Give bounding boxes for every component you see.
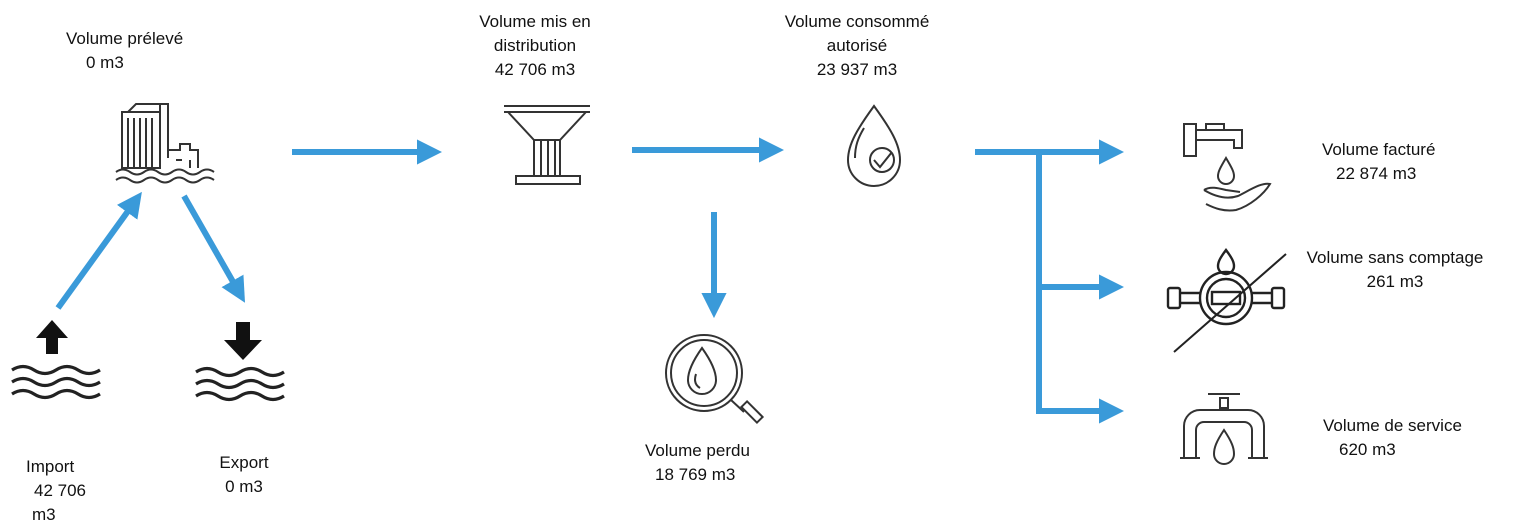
node-perdu-value: 18 769 m3 xyxy=(655,465,736,484)
node-perdu-label: Volume perdu xyxy=(645,441,750,460)
node-export-value: 0 m3 xyxy=(225,477,263,496)
node-sans-comptage: Volume sans comptage 261 m3 xyxy=(1299,246,1491,294)
node-sans-comptage-value: 261 m3 xyxy=(1366,272,1424,291)
node-consomme-label-1: Volume consommé xyxy=(784,12,930,31)
node-facture: Volume facturé 22 874 m3 xyxy=(1322,138,1435,186)
node-consomme: Volume consommé autorisé 23 937 m3 xyxy=(772,10,942,82)
water-up-arrow-icon xyxy=(11,320,101,400)
node-preleve-value: 0 m3 xyxy=(86,53,124,72)
node-preleve-label: Volume prélevé xyxy=(66,29,184,48)
node-distribution-label-1: Volume mis en xyxy=(479,12,591,31)
water-tower-icon xyxy=(115,103,215,184)
pipe-valve-icon xyxy=(1180,393,1268,465)
node-import-value-1: 42 706 xyxy=(34,481,86,500)
node-export-label: Export xyxy=(219,453,269,472)
node-service: Volume de service 620 m3 xyxy=(1323,414,1462,462)
node-sans-comptage-label: Volume sans comptage xyxy=(1306,248,1484,267)
node-distribution-value: 42 706 m3 xyxy=(494,60,576,79)
drop-search-icon xyxy=(665,334,765,425)
flow-arrows xyxy=(55,137,1125,424)
node-service-value: 620 m3 xyxy=(1339,440,1396,459)
fountain-icon xyxy=(504,105,590,185)
arrow-import-to-preleve xyxy=(55,191,142,310)
node-consomme-label-2: autorisé xyxy=(826,36,888,55)
node-distribution-label-2: distribution xyxy=(493,36,577,55)
tap-hand-icon xyxy=(1183,123,1272,212)
node-preleve: Volume prélevé 0 m3 xyxy=(66,27,183,75)
arrow-preleve-to-export xyxy=(181,194,246,303)
node-consomme-value: 23 937 m3 xyxy=(816,60,898,79)
node-export: Export 0 m3 xyxy=(202,451,286,499)
node-import-value-2: m3 xyxy=(32,505,56,524)
node-import-label: Import xyxy=(26,457,75,476)
meter-crossed-icon xyxy=(1166,247,1287,353)
node-facture-value: 22 874 m3 xyxy=(1336,164,1417,183)
drop-check-icon xyxy=(846,104,902,187)
node-perdu: Volume perdu 18 769 m3 xyxy=(645,439,750,487)
water-down-arrow-icon xyxy=(195,322,285,402)
node-distribution: Volume mis en distribution 42 706 m3 xyxy=(470,10,600,82)
node-service-label: Volume de service xyxy=(1323,416,1462,435)
node-import: Import 42 706 m3 xyxy=(26,455,86,527)
node-facture-label: Volume facturé xyxy=(1322,140,1436,159)
